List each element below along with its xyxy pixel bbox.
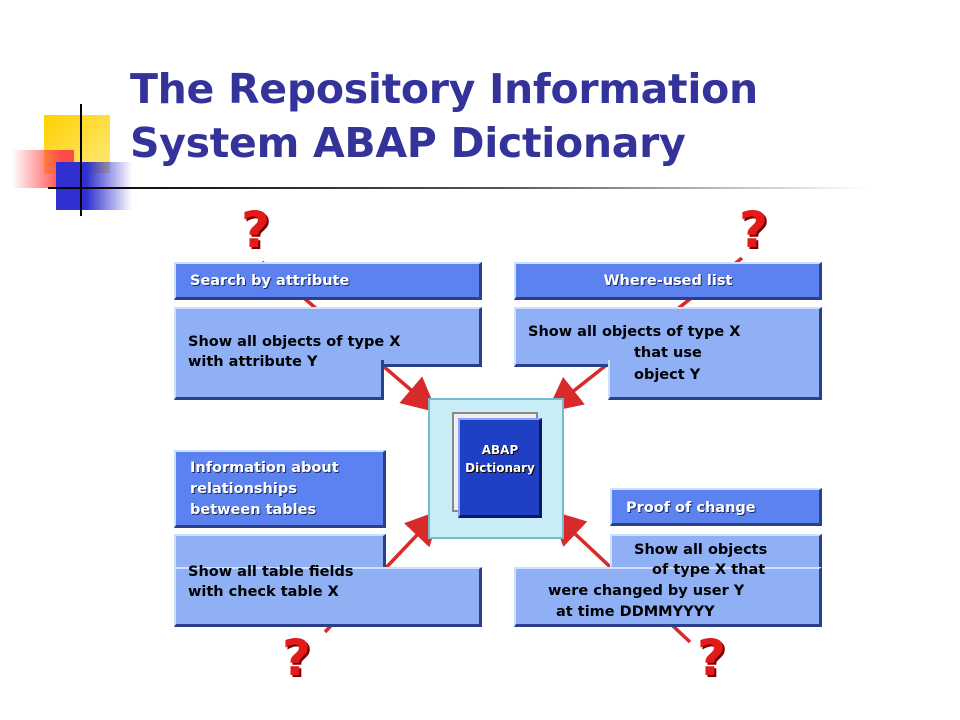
panel-proof-of-change-line-4: at time DDMMYYYY — [556, 604, 715, 620]
panel-search-by-attribute-header — [174, 262, 482, 300]
decorative-vertical-line — [80, 104, 82, 216]
question-mark-top-right: ? — [739, 201, 769, 259]
panel-relationships-header — [174, 450, 386, 528]
panel-proof-of-change-body — [514, 567, 822, 627]
panel-relationships-body — [174, 567, 482, 627]
question-mark-top-left: ? — [241, 201, 271, 259]
panel-proof-of-change-line-1: Show all objects — [634, 542, 768, 558]
panel-relationships-line-2: with check table X — [188, 584, 339, 600]
panel-where-used-line-1: Show all objects of type X — [528, 324, 741, 340]
panel-search-by-attribute-line-1: Show all objects of type X — [188, 334, 401, 350]
question-mark-bottom-left: ? — [282, 629, 312, 687]
question-mark-bottom-right: ? — [697, 629, 727, 687]
panel-proof-of-change-line-3: were changed by user Y — [548, 583, 745, 599]
title-underline — [48, 187, 868, 189]
panel-where-used-header — [514, 262, 822, 300]
abap-dictionary-book-icon — [458, 418, 542, 518]
panel-relationships-title-line-3: between tables — [190, 502, 317, 518]
book-title-line-1: ABAP — [481, 443, 519, 457]
slide-title: The Repository Information System ABAP D… — [130, 62, 758, 170]
panel-relationships-line-1: Show all table fields — [188, 564, 354, 580]
panel-search-by-attribute-title: Search by attribute — [190, 273, 350, 289]
panel-proof-of-change-header — [610, 488, 822, 526]
panel-where-used-body-tab — [608, 360, 822, 400]
panel-where-used-line-2: that use — [634, 345, 702, 361]
decorative-blue-square — [56, 162, 132, 210]
panel-proof-of-change-title: Proof of change — [626, 500, 756, 516]
panel-where-used-title: Where-used list — [603, 273, 733, 289]
slide-title-line-2: System ABAP Dictionary — [130, 119, 686, 167]
panel-proof-of-change-line-2: of type X that — [652, 562, 766, 578]
panel-search-by-attribute-body — [174, 307, 482, 367]
panel-relationships-title-line-2: relationships — [190, 481, 297, 497]
book-title-line-2: Dictionary — [465, 461, 535, 475]
panel-relationships-title-line-1: Information about — [190, 460, 339, 476]
panel-where-used-body — [514, 307, 822, 367]
slide-title-line-1: The Repository Information — [130, 65, 758, 113]
book-title: ABAP Dictionary — [458, 441, 542, 477]
panel-search-by-attribute-line-2: with attribute Y — [188, 354, 318, 370]
panel-search-by-attribute-body-tab — [174, 360, 384, 400]
panel-where-used-line-3: object Y — [634, 367, 701, 383]
